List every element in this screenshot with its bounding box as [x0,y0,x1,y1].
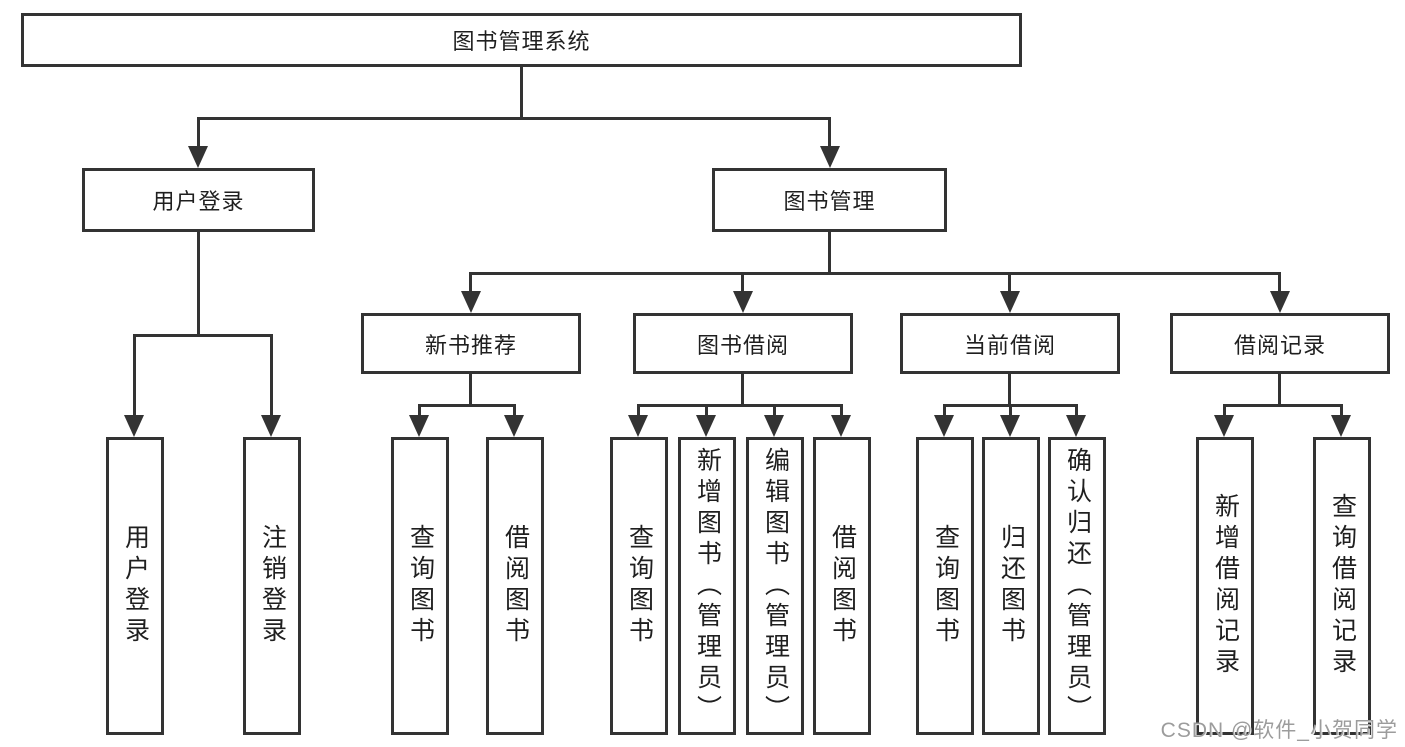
connector-borrow-children [637,404,843,407]
leaf-confirm-return-admin: 确认归还（管理员） [1048,437,1106,735]
leaf-label: 查询图书 [931,524,960,648]
leaf-borrow-books-recommend: 借阅图书 [486,437,544,735]
connector-arm [1278,272,1281,294]
connector-arm [1008,272,1011,294]
leaf-query-borrow-record: 查询借阅记录 [1313,437,1371,735]
connector-newbook-children [418,404,516,407]
connector-module-stub [741,372,744,407]
connector-level2 [197,117,831,120]
arrow-down-icon [504,415,524,437]
node-new-book-recommendation: 新书推荐 [361,313,581,374]
leaf-label: 借阅图书 [501,524,530,648]
leaf-label: 用户登录 [121,524,150,648]
connector-records-children [1223,404,1343,407]
arrow-down-icon [820,146,840,168]
leaf-label: 新增图书（管理员） [693,446,722,726]
arrow-down-icon [461,291,481,313]
arrow-down-icon [124,415,144,437]
leaf-label: 注销登录 [258,524,287,648]
connector-user-login-children [133,334,273,337]
arrow-down-icon [831,415,851,437]
connector-arm [705,404,708,418]
connector-module-stub [1008,372,1011,407]
connector-arm [840,404,843,418]
connector-level3 [469,272,1281,275]
node-current-borrowing: 当前借阅 [900,313,1120,374]
connector-arm [1009,404,1012,418]
node-book-borrowing: 图书借阅 [633,313,853,374]
leaf-return-books: 归还图书 [982,437,1040,735]
node-borrowing-records: 借阅记录 [1170,313,1390,374]
connector-book-mgmt-stub [828,232,831,275]
arrow-down-icon [1214,415,1234,437]
leaf-query-books-current: 查询图书 [916,437,974,735]
connector-arm [133,334,136,418]
leaf-add-borrow-record: 新增借阅记录 [1196,437,1254,735]
leaf-label: 归还图书 [997,524,1026,648]
leaf-label: 查询图书 [406,524,435,648]
leaf-label: 查询图书 [625,524,654,648]
connector-arm [741,272,744,294]
node-library-management-system: 图书管理系统 [21,13,1022,67]
arrow-down-icon [764,415,784,437]
arrow-down-icon [1066,415,1086,437]
arrow-down-icon [696,415,716,437]
connector-stem-book-mgmt [828,117,831,150]
arrow-down-icon [261,415,281,437]
connector-arm [1075,404,1078,418]
connector-stem-user-login [197,117,200,150]
leaf-borrow-books: 借阅图书 [813,437,871,735]
leaf-label: 借阅图书 [828,524,857,648]
arrow-down-icon [1270,291,1290,313]
arrow-down-icon [628,415,648,437]
arrow-down-icon [1000,291,1020,313]
arrow-down-icon [1000,415,1020,437]
leaf-user-login: 用户登录 [106,437,164,735]
arrow-down-icon [409,415,429,437]
leaf-label: 查询借阅记录 [1328,493,1357,679]
connector-root-stub [520,66,523,120]
leaf-edit-books-admin: 编辑图书（管理员） [746,437,804,735]
leaf-label: 编辑图书（管理员） [761,446,790,726]
connector-module-stub [1278,372,1281,407]
leaf-add-books-admin: 新增图书（管理员） [678,437,736,735]
arrow-down-icon [1331,415,1351,437]
leaf-label: 确认归还（管理员） [1063,446,1092,726]
connector-arm [418,404,421,418]
connector-arm [1340,404,1343,418]
arrow-down-icon [733,291,753,313]
arrow-down-icon [934,415,954,437]
connector-module-stub [469,372,472,407]
connector-user-login-stub [197,232,200,337]
csdn-watermark: CSDN @软件_小贺同学 [1160,719,1398,742]
leaf-query-books-recommend: 查询图书 [391,437,449,735]
connector-arm [773,404,776,418]
node-book-management: 图书管理 [712,168,947,232]
connector-arm [637,404,640,418]
connector-arm [513,404,516,418]
connector-arm [943,404,946,418]
connector-arm [1223,404,1226,418]
connector-arm [270,334,273,418]
leaf-query-books-borrow: 查询图书 [610,437,668,735]
node-user-login: 用户登录 [82,168,315,232]
leaf-label: 新增借阅记录 [1211,493,1240,679]
connector-arm [469,272,472,294]
leaf-logout: 注销登录 [243,437,301,735]
arrow-down-icon [188,146,208,168]
